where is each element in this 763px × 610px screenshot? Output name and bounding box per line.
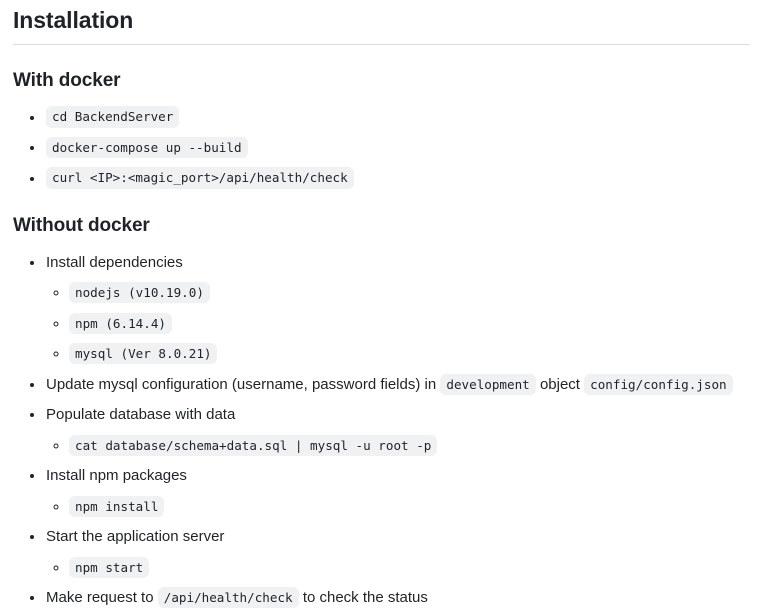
start-server-sublist: npm start	[46, 556, 750, 580]
list-item: Install dependencies nodejs (v10.19.0) n…	[45, 252, 750, 366]
section-heading-without-docker: Without docker	[13, 215, 150, 236]
code-span-npm-start[interactable]: npm start	[69, 556, 150, 578]
section-heading-with-docker: With docker	[13, 69, 121, 91]
list-item-label: Populate database with data	[46, 406, 236, 424]
list-item: curl <IP>:<magic_port>/api/health/check	[45, 167, 750, 191]
list-item-label-after: to check the status	[302, 589, 428, 607]
code-span-docker-compose-up[interactable]: docker-compose up --build	[46, 136, 248, 159]
populate-database-sublist: cat database/schema+data.sql | mysql -u …	[46, 434, 750, 458]
list-item: Update mysql configuration (username, pa…	[45, 373, 750, 397]
list-item-label: Install npm packages	[46, 467, 187, 485]
list-item: docker-compose up --build	[45, 136, 750, 160]
install-npm-sublist: npm install	[46, 495, 750, 519]
list-item: Make request to /api/health/check to che…	[45, 587, 750, 610]
list-item-label: Install dependencies	[46, 253, 183, 271]
list-item: Install npm packages npm install	[45, 465, 750, 518]
list-item: nodejs (v10.19.0)	[69, 282, 750, 305]
code-span-cat-schema-data-sql[interactable]: cat database/schema+data.sql | mysql -u …	[69, 434, 438, 456]
code-span-config-config-json[interactable]: config/config.json	[584, 373, 733, 395]
list-item: npm start	[69, 556, 750, 580]
code-span-api-health-check[interactable]: /api/health/check	[157, 587, 299, 609]
code-span-npm-version[interactable]: npm (6.14.4)	[69, 312, 172, 334]
list-item: mysql (Ver 8.0.21)	[69, 343, 750, 366]
list-item: npm install	[69, 495, 750, 519]
list-item: Start the application server npm start	[45, 526, 750, 579]
code-span-npm-install[interactable]: npm install	[69, 495, 165, 517]
list-item: Populate database with data cat database…	[45, 404, 750, 457]
without-docker-list: Install dependencies nodejs (v10.19.0) n…	[13, 252, 750, 610]
with-docker-list: cd BackendServer docker-compose up --bui…	[13, 106, 750, 191]
list-item-label: Make request to	[46, 589, 154, 607]
page-title: Installation	[13, 6, 750, 45]
list-item: cd BackendServer	[45, 106, 750, 130]
code-span-curl-health-check[interactable]: curl <IP>:<magic_port>/api/health/check	[46, 167, 354, 189]
list-item-label: Start the application server	[46, 528, 225, 546]
code-span-mysql-version[interactable]: mysql (Ver 8.0.21)	[69, 343, 218, 365]
list-item-label: Update mysql configuration (username, pa…	[46, 375, 437, 393]
code-span-cd-backendserver[interactable]: cd BackendServer	[46, 106, 180, 128]
dependencies-sublist: nodejs (v10.19.0) npm (6.14.4) mysql (Ve…	[46, 282, 750, 366]
list-item: npm (6.14.4)	[69, 312, 750, 336]
code-span-development[interactable]: development	[440, 373, 536, 395]
code-span-nodejs-version[interactable]: nodejs (v10.19.0)	[69, 282, 210, 304]
list-item-label-middle: object	[539, 375, 580, 393]
list-item: cat database/schema+data.sql | mysql -u …	[69, 434, 750, 458]
